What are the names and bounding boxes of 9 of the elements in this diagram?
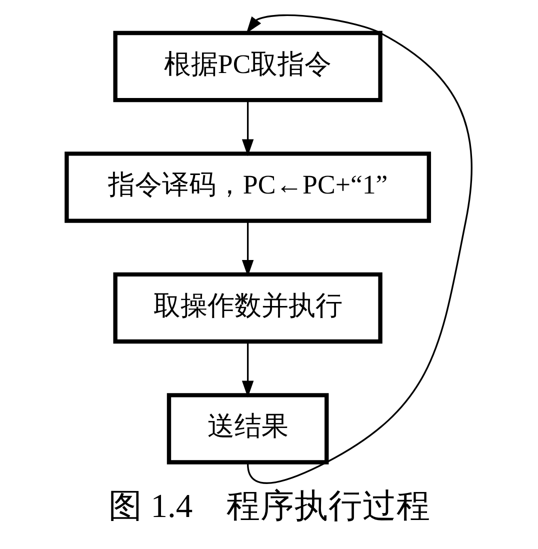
arrow	[241, 221, 254, 277]
node-box: 根据PC取指令	[112, 30, 382, 102]
node-box: 指令译码，PC←PC+“1”	[64, 152, 431, 223]
node-box: 取操作数并执行	[112, 272, 382, 344]
node-box: 送结果	[166, 393, 328, 464]
arrow	[241, 342, 254, 398]
arrow	[241, 100, 254, 156]
arrow	[246, 14, 472, 484]
caption: 图 1.4 程序执行过程	[108, 488, 430, 526]
